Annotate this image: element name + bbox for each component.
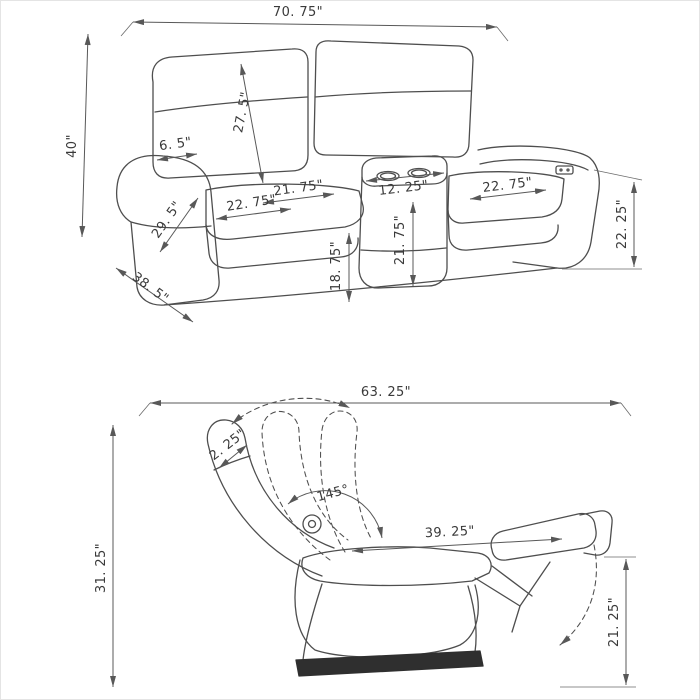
dim-line-right-seat-depth [469, 188, 547, 201]
footrest-linkage-4 [511, 605, 521, 633]
right-seat-front [447, 209, 559, 251]
bottom-rail [163, 267, 558, 306]
dim-console-width: 12. 25" [378, 178, 430, 199]
dim-arc-recline-angle [287, 490, 383, 539]
dim-line-overall-width [132, 19, 498, 30]
dim-arm-height: 29. 5" [149, 199, 185, 242]
dim-right-arm-height: 22. 25" [615, 199, 630, 249]
dim-back-height: 27. 5" [231, 91, 254, 135]
left-back-seam [154, 96, 308, 113]
base-support-front [467, 585, 477, 653]
footrest-linkage-1 [474, 577, 521, 607]
dim-arm-top-width: 6. 5" [158, 135, 193, 154]
dim-line-overall-depth [115, 267, 194, 323]
dim-line-arm-top-width [156, 152, 198, 162]
loveseat-drawing [115, 40, 600, 306]
loveseat-dimensions: 70. 75" 40" 27. 5" 6. 5" 21. 75" 22. 75"… [65, 5, 643, 323]
left-seat-front [205, 224, 359, 269]
power-panel-dot-2 [566, 168, 570, 172]
footrest-linkage-3 [491, 565, 533, 597]
footrest-linkage-2 [519, 561, 551, 607]
recliner-dimensions: 63. 25" 31. 25" 21. 25" 2. 25" 145° 39. … [94, 385, 636, 688]
dim-ext-reclined-length-r [620, 402, 632, 417]
dim-line-seat-depth [215, 207, 292, 221]
power-panel-detail [555, 165, 574, 175]
right-arm [477, 145, 600, 269]
footrest-pad [490, 512, 597, 561]
dim-ext-overall-width-r [496, 26, 509, 42]
left-back-cushion [151, 48, 309, 179]
recliner-base [295, 650, 484, 677]
dim-recline-angle: 145° [315, 482, 351, 505]
dim-line-wall-clearance [218, 444, 248, 469]
dim-ext-overall-width-l [120, 21, 134, 37]
dim-line-back-height [240, 63, 264, 184]
right-seat-top [447, 171, 565, 224]
dim-line-seat-width [262, 192, 335, 205]
recliner-drawing [206, 397, 613, 677]
dim-console-height: 21. 75" [393, 215, 408, 265]
dim-overall-height: 40" [65, 134, 80, 158]
dim-seat-height: 18. 75" [329, 241, 344, 291]
dim-footrest-length: 39. 25" [424, 524, 475, 542]
dim-ext-reclined-length-l [138, 402, 151, 417]
dim-right-seat-depth: 22. 75" [482, 175, 534, 196]
dim-reclined-height: 21. 25" [607, 597, 622, 647]
recliner-seat [301, 546, 492, 587]
dim-line-footrest-length [351, 536, 563, 554]
right-back-seam [314, 90, 472, 98]
recliner-back [206, 419, 335, 577]
dim-overall-width: 70. 75" [273, 5, 323, 20]
console-body [358, 172, 448, 289]
right-arm-top-seam [479, 159, 589, 171]
recline-pivot-hub [307, 519, 317, 529]
right-back-cushion [313, 40, 474, 158]
recline-motion-arc [231, 397, 351, 425]
dim-seat-width: 21. 75" [273, 178, 325, 200]
recliner-body [294, 559, 479, 658]
footrest-end-pad [579, 510, 613, 556]
dim-back-height-reclined: 31. 25" [94, 543, 109, 593]
recline-pivot [302, 514, 322, 534]
base-support-rear [302, 583, 323, 661]
power-panel-dot-1 [559, 168, 563, 172]
dim-line-console-width [365, 171, 445, 183]
dim-line-overall-height [79, 33, 91, 238]
dim-reclined-length: 63. 25" [361, 385, 411, 400]
recliner-back-upright-position [320, 410, 373, 553]
footrest-motion-arc [559, 544, 597, 646]
dim-ext-right-arm-top [593, 169, 643, 181]
dim-overall-depth: 38. 5" [129, 270, 171, 307]
dim-line-arm-height [159, 197, 199, 253]
console-front-seam [360, 247, 447, 252]
